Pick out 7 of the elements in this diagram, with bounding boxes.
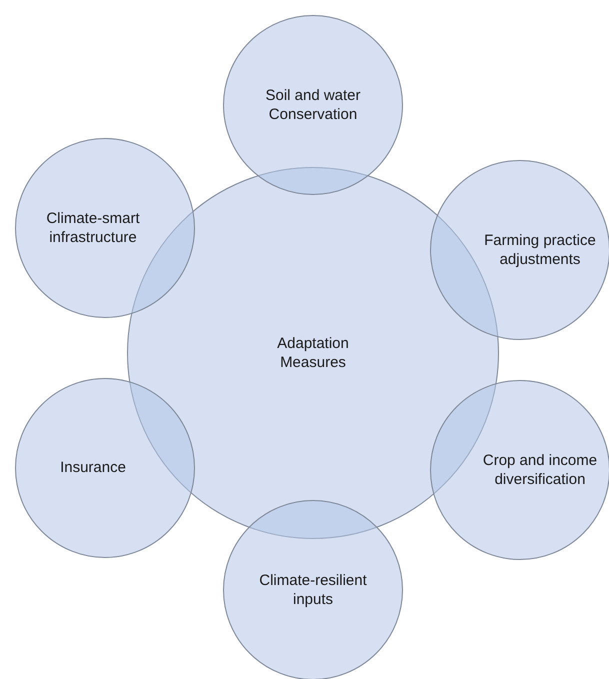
node-label: Soil and water Conservation xyxy=(264,86,362,124)
node-label: Insurance xyxy=(60,458,126,478)
node-label: Climate-resilient inputs xyxy=(258,570,368,610)
node-label: Climate-smart infrastructure xyxy=(45,208,141,248)
node-label: Adaptation Measures xyxy=(276,334,350,372)
node-label: Crop and income diversification xyxy=(482,450,598,490)
node-label: Farming practice adjustments xyxy=(483,230,597,270)
